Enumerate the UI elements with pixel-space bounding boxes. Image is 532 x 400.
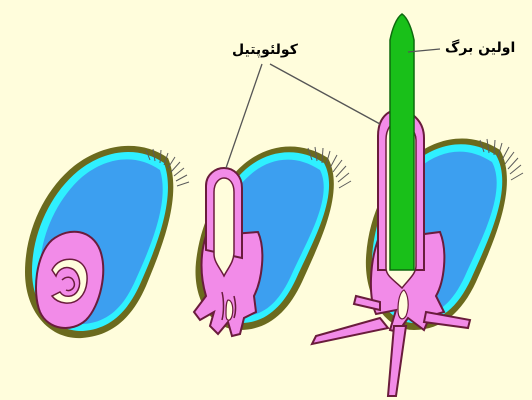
embryo-cavity-fill (226, 300, 233, 320)
seminal-root-left (312, 318, 388, 344)
coleoptile-label: کولئوپتیل (232, 42, 298, 58)
seed-stage-1 (25, 146, 189, 338)
seed-stage-3 (312, 14, 523, 396)
leader-coleoptile-stage-3 (270, 64, 380, 124)
seed-stage-2 (194, 147, 351, 336)
first-leaf-label: اولین برگ (445, 40, 515, 56)
primary-root (388, 326, 406, 396)
leader-coleoptile-stage-2 (226, 64, 262, 168)
coleoptile-cavity (214, 178, 234, 276)
